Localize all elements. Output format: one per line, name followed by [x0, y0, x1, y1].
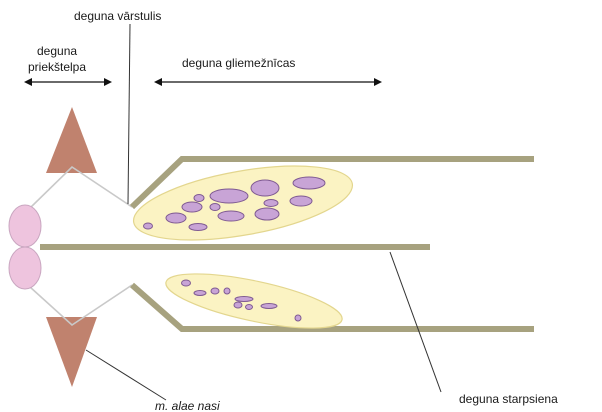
gland: [234, 302, 242, 308]
gland: [210, 189, 248, 203]
valve-label: deguna vārstulis: [74, 9, 161, 23]
muscle-label: m. alae nasi: [155, 399, 220, 412]
gland: [144, 223, 153, 229]
gland: [295, 315, 301, 321]
upper-concha-mucosa: [128, 152, 358, 254]
gland: [194, 195, 204, 202]
gland: [189, 224, 207, 231]
gland: [194, 291, 206, 296]
vestibule-label-line1: deguna: [37, 44, 77, 58]
vestibule-label-line2: priekštelpa: [28, 60, 86, 74]
gland: [264, 200, 278, 207]
gland: [293, 177, 325, 189]
upper-nostril: [9, 205, 41, 247]
gland: [211, 288, 219, 294]
gland: [290, 196, 312, 206]
upper-vestibule-outline: [30, 167, 132, 208]
gland: [166, 213, 186, 223]
gland: [218, 211, 244, 221]
gland: [224, 288, 230, 294]
gland: [251, 180, 279, 196]
gland: [210, 204, 220, 211]
valve-leader-line: [128, 24, 130, 204]
gland: [246, 305, 253, 310]
gland: [235, 297, 253, 302]
conchae-label: deguna gliemežnīcas: [182, 56, 295, 70]
gland: [261, 304, 277, 309]
conchae-span-arrow: [154, 78, 382, 86]
upper-muscle-triangle: [46, 107, 97, 173]
gland: [255, 208, 279, 220]
septum-label: deguna starpsiena: [459, 392, 558, 406]
gland: [182, 202, 202, 212]
gland: [182, 280, 191, 286]
muscle-leader-line: [86, 350, 166, 400]
lower-vestibule-outline: [30, 285, 132, 325]
vestibule-span-arrow: [24, 78, 112, 86]
lower-nostril: [9, 247, 41, 289]
septum-leader-line: [390, 252, 441, 392]
